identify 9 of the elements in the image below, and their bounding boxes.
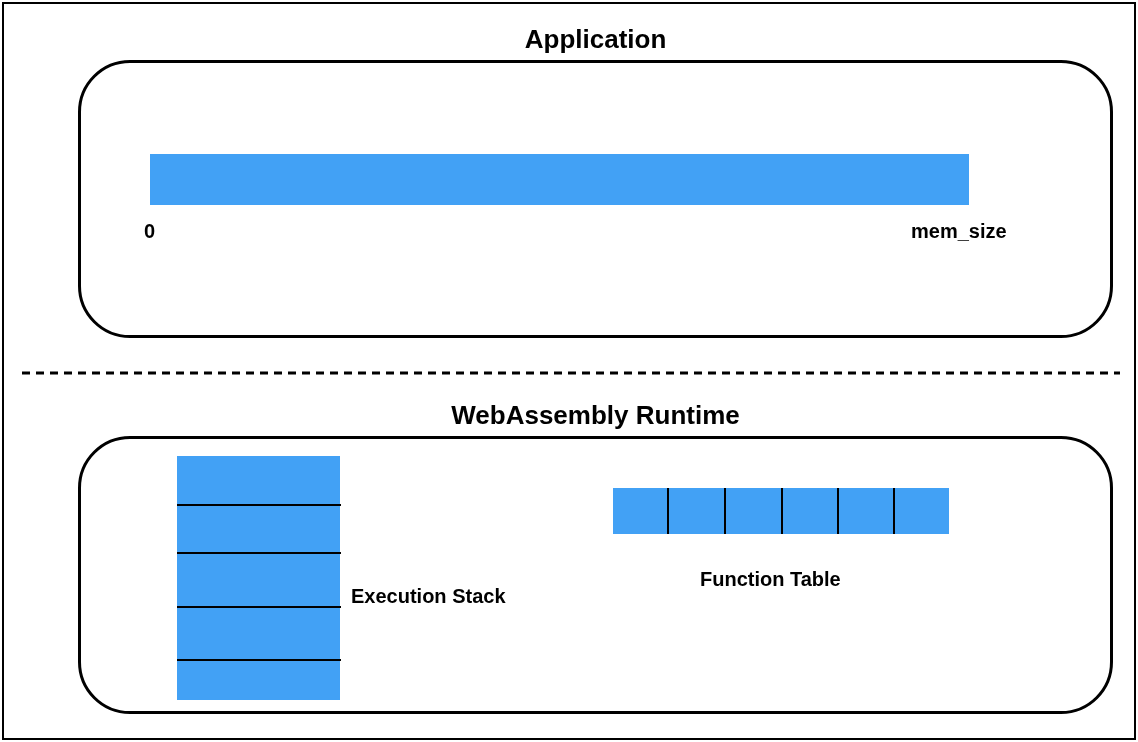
caption-label: Function Table	[700, 568, 841, 591]
function-table	[613, 488, 949, 534]
caption-label: mem_size	[911, 220, 1007, 243]
caption-label: Execution Stack	[351, 585, 506, 608]
section-title: WebAssembly Runtime	[450, 400, 741, 431]
execution-stack	[177, 456, 340, 700]
section-title: Application	[523, 24, 668, 55]
memory-bar	[150, 154, 969, 205]
caption-label: 0	[144, 220, 156, 243]
